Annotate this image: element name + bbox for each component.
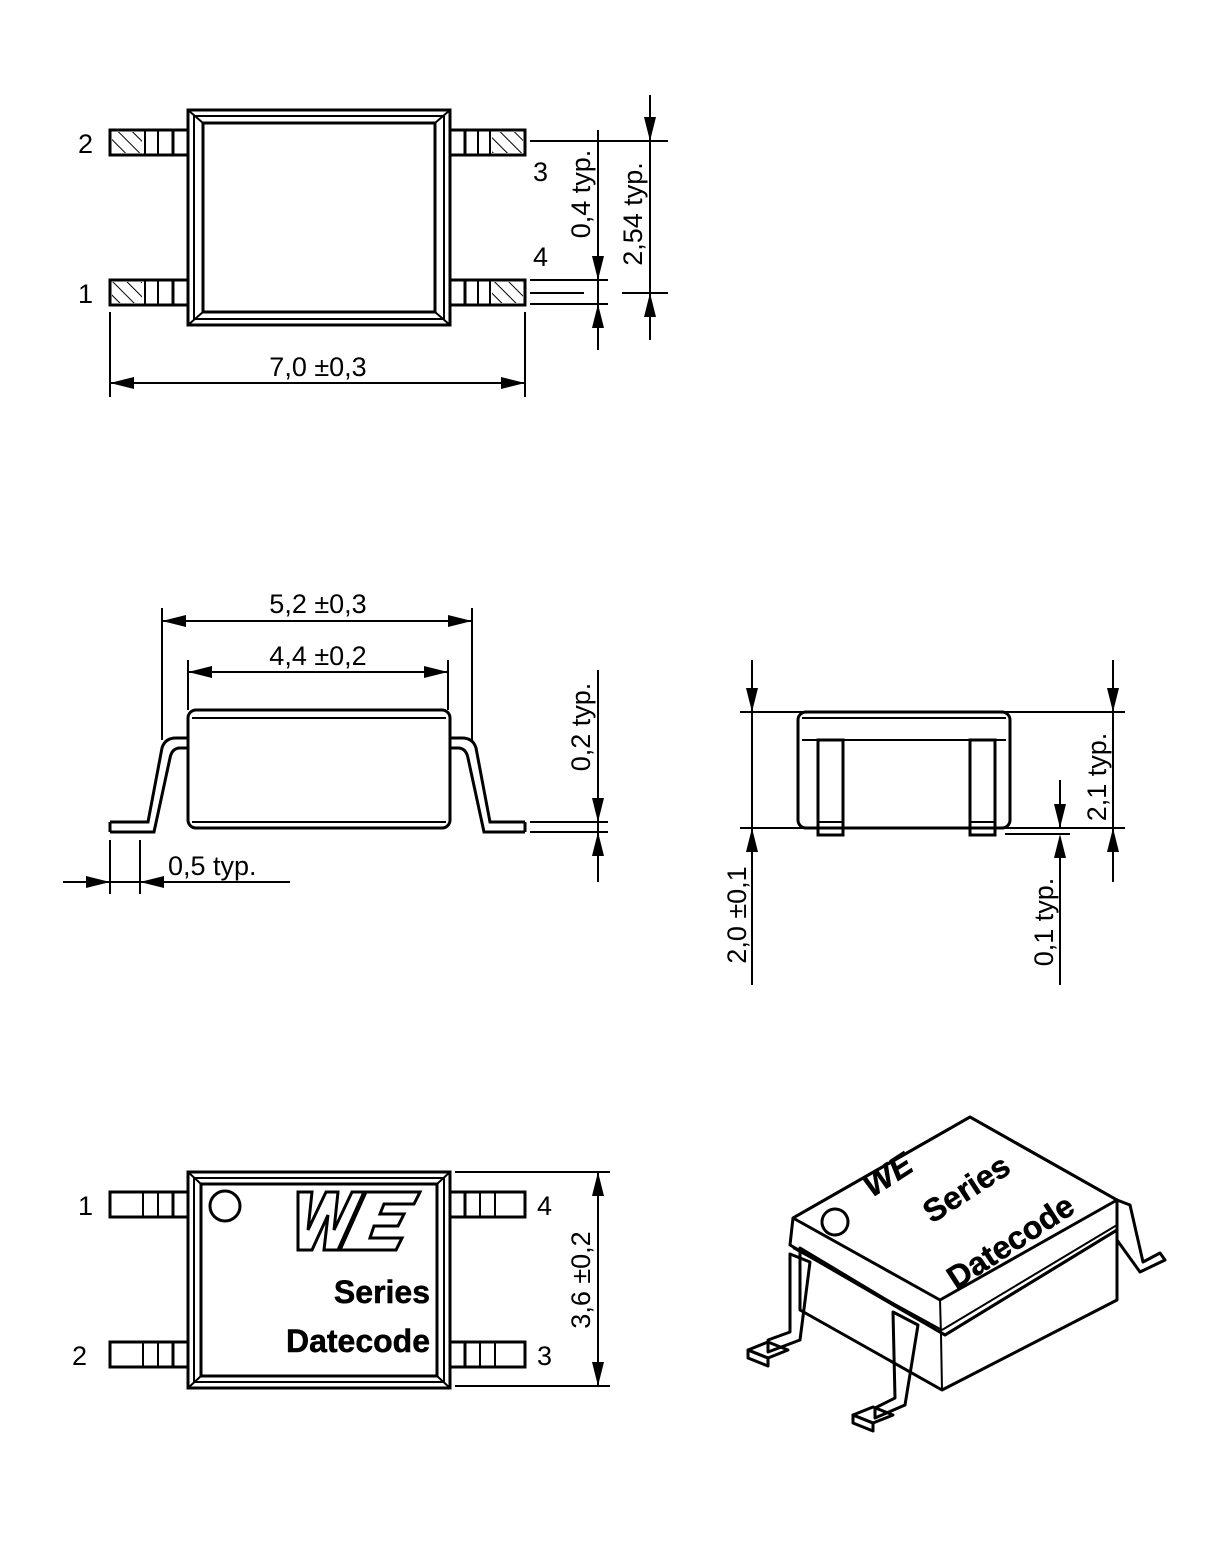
dim-pitch-label: 2,54 typ. (618, 162, 648, 266)
pin-label-2: 2 (78, 129, 93, 159)
body-outline (186, 1170, 452, 1390)
body-outline (796, 710, 1012, 830)
pin-label-4: 4 (533, 242, 548, 272)
front-side-view: 5,2 ±0,3 4,4 ±0,2 0,2 typ. 0,5 typ. (63, 589, 608, 894)
dim-lead-span-label: 5,2 ±0,3 (269, 589, 366, 619)
lead-left (816, 738, 845, 837)
body-outline (186, 708, 452, 830)
pin-2 (108, 1340, 190, 1369)
pin-label-3: 3 (537, 1341, 552, 1371)
we-logo (296, 1190, 423, 1252)
pin-1 (108, 1190, 190, 1219)
dim-foot-label: 0,5 typ. (168, 851, 257, 881)
iso-logo: WE (856, 1145, 920, 1204)
dim-height-label: 2,0 ±0,1 (722, 866, 752, 963)
pin-label-4: 4 (537, 1191, 552, 1221)
pin-4 (448, 1190, 527, 1219)
end-side-view: 2,0 ±0,1 2,1 typ. 0,1 typ. (722, 660, 1125, 985)
pin-1 (108, 278, 190, 307)
pin-label-2: 2 (72, 1341, 87, 1371)
dim-standoff-label: 0,1 typ. (1029, 878, 1059, 967)
iso-marking-series: Series (916, 1147, 1016, 1230)
pin-label-1: 1 (78, 279, 93, 309)
marking-view: Series Datecode 1 2 4 3 3,6 ±0,2 (72, 1170, 610, 1390)
body-outline (186, 108, 452, 327)
dim-lead-thickness-label: 0,2 typ. (566, 683, 596, 772)
lead-right (968, 738, 997, 837)
lead-4 (1115, 1198, 1167, 1274)
marking-datecode: Datecode (286, 1323, 430, 1359)
lead-right (450, 736, 525, 824)
lead-1 (766, 1252, 812, 1354)
pin-3 (448, 128, 527, 157)
marking-series: Series (334, 1274, 430, 1310)
dim-width-label: 7,0 ±0,3 (269, 352, 366, 382)
pin-label-1: 1 (78, 1191, 93, 1221)
top-view: 2 1 3 4 7,0 ±0,3 0,4 typ. 2,54 typ. (78, 95, 668, 397)
pin1-marker-dot (820, 1207, 850, 1237)
dim-pin-width-label: 0,4 typ. (566, 150, 596, 239)
dim-width-label: 3,6 ±0,2 (566, 1231, 596, 1328)
pin-3 (448, 1340, 527, 1369)
pin1-marker-dot (208, 1189, 242, 1223)
pin-4 (448, 278, 527, 307)
dim-body-height-label: 2,1 typ. (1082, 733, 1112, 822)
lead-left (110, 736, 188, 824)
dim-body-label: 4,4 ±0,2 (269, 641, 366, 671)
lead-2 (873, 1310, 920, 1420)
isometric-view: WE Series Datecode (746, 1115, 1167, 1433)
pin-2 (108, 128, 190, 157)
pin-label-3: 3 (533, 157, 548, 187)
